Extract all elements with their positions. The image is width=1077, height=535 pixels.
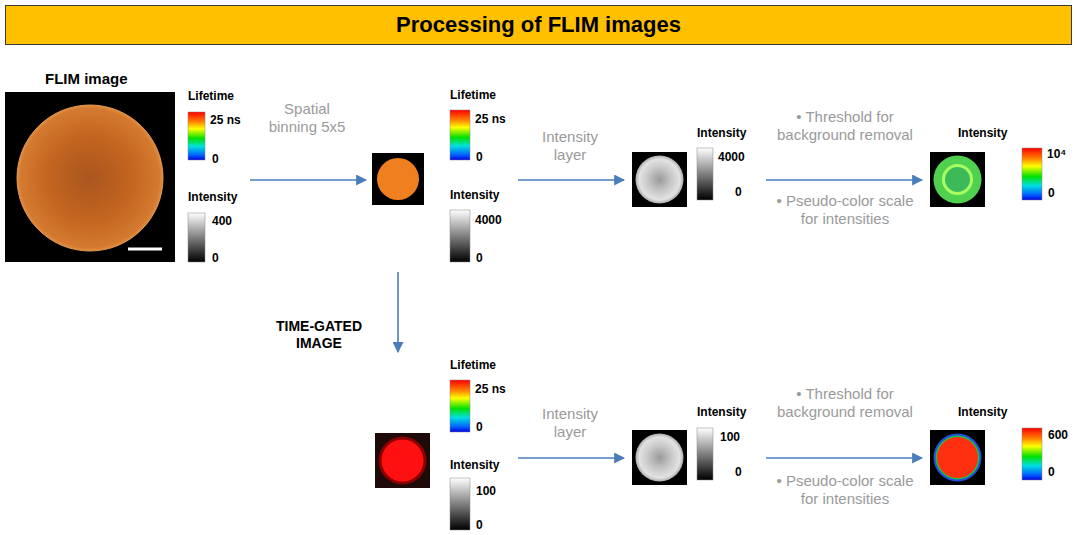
intensity-image <box>632 430 687 485</box>
scale-label: Lifetime <box>450 358 496 372</box>
title-text: Processing of FLIM images <box>396 12 681 38</box>
flim-image <box>5 92 175 262</box>
scale-value: 25 ns <box>475 382 506 396</box>
title-band: Processing of FLIM images <box>5 5 1072 45</box>
scale-value: 0 <box>476 420 483 434</box>
pseudo-color-image <box>944 166 972 194</box>
image-panel: Lifetime25 ns0Intensity40000 <box>372 88 512 266</box>
scale-value: 0 <box>212 251 219 265</box>
pseudo-color-image <box>930 430 985 485</box>
pseudo-color-image <box>937 437 978 478</box>
intensity-image <box>632 152 687 207</box>
scale-value: 0 <box>476 150 483 164</box>
time-gated-image <box>379 437 427 485</box>
scale-value: 0 <box>1048 186 1055 200</box>
scale-value: 4000 <box>718 150 745 164</box>
scale-value: 0 <box>1048 465 1055 479</box>
color-bar <box>697 148 713 200</box>
pseudo-color-image <box>936 436 980 480</box>
scale-value: 0 <box>476 251 483 265</box>
flim-image <box>17 105 163 251</box>
connector-arrow <box>397 272 399 352</box>
scale-label: Intensity <box>188 190 237 204</box>
image-panel: Intensity 600 0 <box>928 404 1072 488</box>
scale-label: Intensity <box>958 126 1007 140</box>
color-bar <box>697 428 713 480</box>
scale-label: Intensity <box>958 405 1007 419</box>
scale-value: 400 <box>212 214 232 228</box>
binned-image <box>372 153 424 205</box>
scale-value: 100 <box>720 430 740 444</box>
binned-image <box>377 158 419 200</box>
step-label: • Pseudo-color scale for intensities <box>772 472 918 508</box>
scale-value: 10⁴ <box>1047 147 1066 161</box>
connector-arrow <box>766 179 922 181</box>
color-bar <box>188 213 205 262</box>
color-bar <box>450 478 470 530</box>
scale-value: 0 <box>735 465 742 479</box>
scale-label: Lifetime <box>188 89 234 103</box>
step-label: • Pseudo-color scale for intensities <box>772 192 918 228</box>
intensity-image <box>636 156 684 204</box>
scale-label: Intensity <box>450 188 499 202</box>
scale-value: 4000 <box>475 213 502 227</box>
intensity-image <box>632 152 687 207</box>
connector-arrow <box>250 179 366 181</box>
scale-value: 600 <box>1048 428 1068 442</box>
scale-value: 25 ns <box>210 113 241 127</box>
color-bar <box>188 110 1042 530</box>
color-bar <box>450 110 470 160</box>
color-bar <box>450 210 470 262</box>
scale-value: 0 <box>735 185 742 199</box>
scale-value: 0 <box>476 518 483 532</box>
time-gated-image <box>375 433 430 488</box>
step-label: Intensity layer <box>528 128 612 164</box>
pseudo-color-image <box>934 156 982 204</box>
connector-arrow <box>518 179 624 181</box>
flim-image <box>128 248 162 251</box>
intensity-image <box>632 430 687 485</box>
intensity-image <box>636 434 684 482</box>
pseudo-color-image <box>930 430 985 485</box>
image-panel: Lifetime25 ns0Intensity1000 <box>372 358 512 533</box>
color-bar <box>188 112 205 160</box>
step-label: Spatial binning 5x5 <box>268 100 346 136</box>
pseudo-color-image <box>930 152 985 207</box>
scale-value: 25 ns <box>475 112 506 126</box>
image-panel: Intensity 4000 0 <box>630 124 760 210</box>
scale-value: 100 <box>476 484 496 498</box>
step-label: • Threshold for background removal <box>772 108 918 144</box>
time-gated-image <box>375 433 430 488</box>
image-panel: Intensity 100 0 <box>630 404 760 488</box>
flim-image <box>5 92 175 262</box>
scale-value: 0 <box>212 152 219 166</box>
color-bar <box>1022 148 1042 200</box>
binned-image <box>372 153 424 205</box>
time-gated-image <box>382 440 424 482</box>
color-bar <box>450 380 470 432</box>
scale-label: Intensity <box>697 405 746 419</box>
step-label: Intensity layer <box>528 405 612 441</box>
pseudo-color-image <box>930 152 985 207</box>
scale-label: Intensity <box>697 126 746 140</box>
color-bar <box>1022 428 1042 480</box>
image-heading: FLIM image <box>45 70 128 87</box>
scale-label: Intensity <box>450 458 499 472</box>
image-panel: Intensity 10⁴ 0 <box>928 124 1070 210</box>
step-label: • Threshold for background removal <box>772 385 918 421</box>
scale-label: Lifetime <box>450 88 496 102</box>
image-panel: FLIM imageLifetime25 ns0Intensity4000 <box>5 85 244 266</box>
connector-arrow <box>766 457 922 459</box>
pseudo-color-image <box>934 434 982 482</box>
connector-arrow <box>518 457 624 459</box>
branch-label: TIME-GATED IMAGE <box>270 318 368 352</box>
